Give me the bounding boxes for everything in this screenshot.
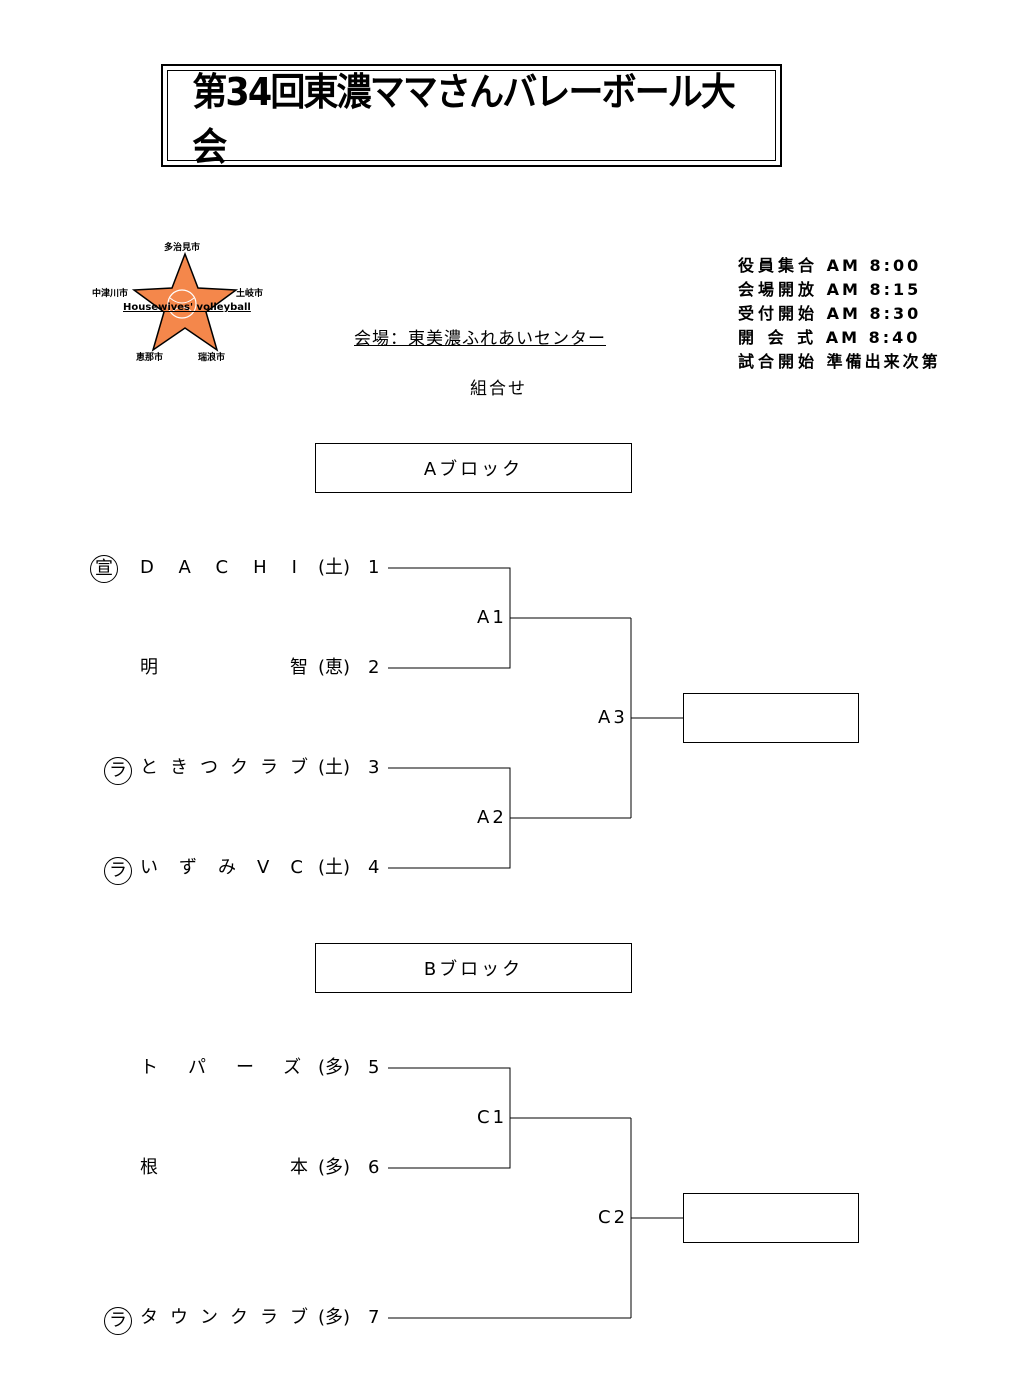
schedule-time: 準備出来次第 (826, 352, 941, 371)
logo-caption: Housewives' volleyball (123, 302, 251, 313)
team-city: (多) (318, 1157, 351, 1178)
block-a-winner-box (683, 693, 859, 743)
team-number: 1 (368, 557, 380, 578)
team-name: いずみVC (140, 857, 324, 878)
team-row: タウンクラブ (多) 7 (0, 1306, 400, 1330)
schedule-row: 役員集合 AM 8:00 (738, 254, 941, 278)
block-b-winner-box (683, 1193, 859, 1243)
team-name: ときつクラブ (140, 757, 320, 778)
team-name: 明 (140, 657, 170, 678)
team-row: 明 智 (恵) 2 (0, 656, 400, 680)
block-b-header: Bブロック (315, 943, 632, 993)
schedule-time: AM 8:15 (826, 280, 922, 299)
team-city: (多) (318, 1057, 351, 1078)
block-a-header: Aブロック (315, 443, 632, 493)
schedule: 役員集合 AM 8:00 会場開放 AM 8:15 受付開始 AM 8:30 開… (738, 254, 941, 374)
team-mark-sen: 宣 (90, 555, 118, 583)
team-number: 4 (368, 857, 380, 878)
title-box: 第34回東濃ママさんバレーボール大会 (161, 64, 782, 169)
schedule-label: 役員集合 (738, 256, 819, 275)
schedule-label: 受付開始 (738, 304, 819, 323)
match-label: C2 (598, 1207, 629, 1228)
team-city: (土) (318, 557, 351, 578)
match-label: C1 (477, 1107, 508, 1128)
schedule-time: AM 8:40 (825, 328, 921, 347)
team-mark-ra: ラ (104, 1307, 132, 1335)
team-mark-ra: ラ (104, 857, 132, 885)
team-name: DACHI (140, 557, 322, 578)
schedule-time: AM 8:30 (826, 304, 922, 323)
team-number: 2 (368, 657, 380, 678)
title-inner-border: 第34回東濃ママさんバレーボール大会 (167, 70, 776, 169)
team-row: ときつクラブ (土) 3 (0, 756, 400, 780)
logo-city-bottom-left: 恵那市 (136, 353, 164, 363)
match-label: A2 (477, 807, 507, 828)
tournament-logo: 多治見市 中津川市 土岐市 恵那市 瑞浪市 Housewives' volley… (90, 236, 270, 366)
logo-city-top: 多治見市 (164, 243, 201, 253)
venue: 会場：東美濃ふれあいセンター (354, 329, 606, 349)
team-city: (土) (318, 857, 351, 878)
team-number: 6 (368, 1157, 380, 1178)
star-icon (131, 251, 239, 352)
schedule-label: 試合開始 (738, 352, 819, 371)
team-name-second: 本 (290, 1157, 308, 1178)
schedule-label: 会場開放 (738, 280, 819, 299)
match-label: A1 (477, 607, 507, 628)
team-name-second: 智 (290, 657, 308, 678)
schedule-label: 開 会 式 (738, 328, 818, 347)
schedule-row: 受付開始 AM 8:30 (738, 302, 941, 326)
schedule-time: AM 8:00 (826, 256, 922, 275)
schedule-row: 試合開始 準備出来次第 (738, 350, 941, 374)
team-number: 7 (368, 1307, 380, 1328)
schedule-row: 開 会 式 AM 8:40 (738, 326, 941, 350)
team-row: いずみVC (土) 4 (0, 856, 400, 880)
team-name: タウンクラブ (140, 1307, 320, 1328)
team-name: トパーズ (140, 1057, 332, 1078)
team-city: (土) (318, 757, 351, 778)
subtitle: 組合せ (470, 379, 527, 399)
team-number: 5 (368, 1057, 380, 1078)
team-mark-ra: ラ (104, 757, 132, 785)
team-row: DACHI (土) 1 (0, 556, 400, 580)
team-city: (多) (318, 1307, 351, 1328)
schedule-row: 会場開放 AM 8:15 (738, 278, 941, 302)
logo-city-left: 中津川市 (92, 289, 129, 299)
match-label: A3 (598, 707, 628, 728)
team-number: 3 (368, 757, 380, 778)
team-row: 根 本 (多) 6 (0, 1156, 400, 1180)
team-name: 根 (140, 1157, 170, 1178)
page-title: 第34回東濃ママさんバレーボール大会 (192, 69, 736, 169)
logo-city-right: 土岐市 (236, 289, 264, 299)
team-city: (恵) (318, 657, 351, 678)
logo-city-bottom-right: 瑞浪市 (198, 353, 226, 363)
team-row: トパーズ (多) 5 (0, 1056, 400, 1080)
